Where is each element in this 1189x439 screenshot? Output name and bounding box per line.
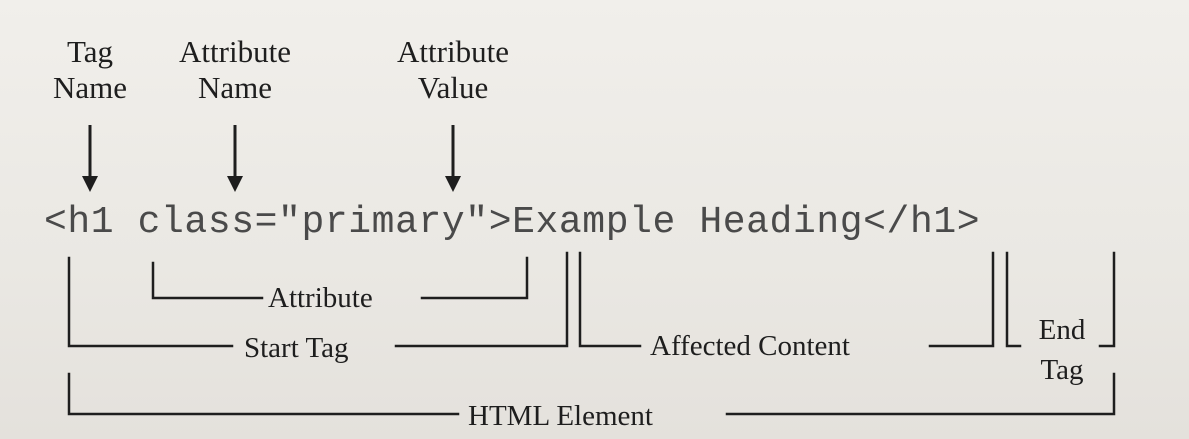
html-code-example: <h1 class="primary">Example Heading</h1> xyxy=(44,200,980,246)
start-tag-bracket-left xyxy=(67,256,234,348)
end-tag-bracket-label: End Tag xyxy=(1024,310,1100,390)
end-tag-label-line1: End xyxy=(1038,314,1086,346)
tag-name-label: Tag Name xyxy=(40,34,140,106)
attribute-name-label-line1: Attribute xyxy=(179,34,291,69)
code-start-tag-close: > xyxy=(488,201,513,244)
attribute-name-label-line2: Name xyxy=(197,70,273,105)
start-tag-bracket-right xyxy=(394,251,569,348)
attribute-value-label-line1: Attribute xyxy=(397,34,509,69)
end-tag-label-line2: Tag xyxy=(1040,354,1084,386)
tag-name-label-line2: Name xyxy=(52,70,128,105)
attribute-name-label: Attribute Name xyxy=(150,34,320,106)
code-content: Example Heading xyxy=(512,201,864,244)
html-element-bracket-label: HTML Element xyxy=(468,400,653,432)
attribute-value-label: Attribute Value xyxy=(370,34,536,106)
attribute-bracket-left xyxy=(151,261,264,300)
attribute-value-label-line2: Value xyxy=(417,70,489,105)
affected-content-bracket-left xyxy=(578,251,642,348)
html-element-bracket-right xyxy=(725,372,1116,416)
affected-content-bracket-label: Affected Content xyxy=(650,330,850,362)
end-tag-bracket-right xyxy=(1098,251,1116,348)
attribute-bracket-label: Attribute xyxy=(268,282,373,314)
code-end-tag: </h1> xyxy=(863,201,981,244)
end-tag-bracket-left xyxy=(1005,251,1022,348)
affected-content-bracket-right xyxy=(928,251,995,348)
attribute-bracket-right xyxy=(420,256,529,300)
html-element-bracket-left xyxy=(67,372,460,416)
tag-name-label-line1: Tag xyxy=(66,34,114,69)
code-attribute: class="primary" xyxy=(137,201,489,244)
start-tag-bracket-label: Start Tag xyxy=(244,332,349,364)
code-start-tag-open: <h1 xyxy=(44,201,115,244)
